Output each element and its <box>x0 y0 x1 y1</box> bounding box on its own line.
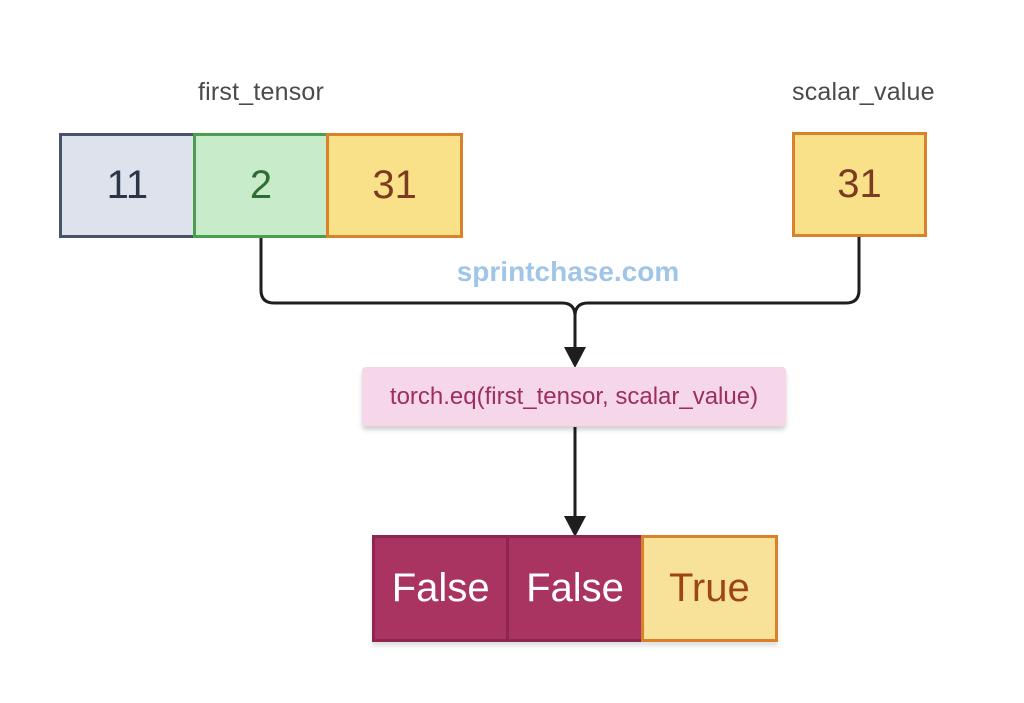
result-tensor-cell-1: False <box>506 535 644 642</box>
arrowhead-to-operation <box>564 347 586 368</box>
result-tensor: False False True <box>372 535 778 642</box>
first-tensor-cell-1: 2 <box>192 133 330 238</box>
first-tensor-cell-0: 11 <box>59 133 196 238</box>
operation-box: torch.eq(first_tensor, scalar_value) <box>362 367 786 426</box>
scalar-value-box: 31 <box>792 132 927 237</box>
first-tensor-cell-2: 31 <box>326 133 464 238</box>
scalar-value-label: scalar_value <box>792 78 935 106</box>
result-tensor-cell-0: False <box>372 535 510 642</box>
first-tensor-label: first_tensor <box>197 78 325 106</box>
arrowhead-to-result <box>564 516 586 537</box>
result-tensor-cell-2: True <box>640 535 778 642</box>
scalar-value-cell-0: 31 <box>792 132 927 237</box>
first-tensor: 11 2 31 <box>59 133 464 238</box>
watermark-text: sprintchase.com <box>456 256 680 287</box>
